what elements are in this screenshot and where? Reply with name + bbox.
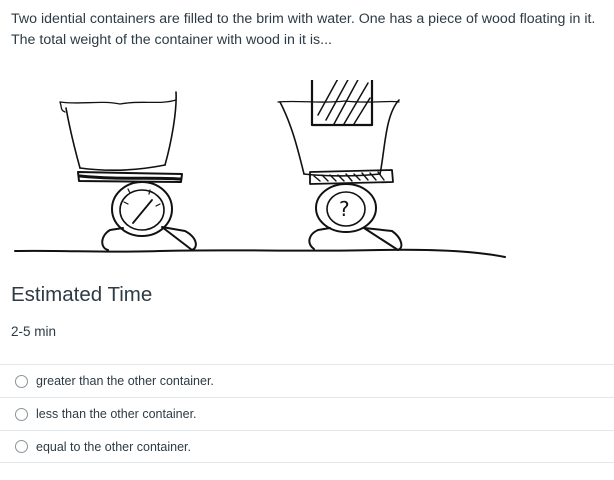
answer-label: equal to the other container. xyxy=(36,439,191,454)
estimated-time-heading: Estimated Time xyxy=(11,283,153,306)
left-scale-dial xyxy=(111,181,173,237)
radio-button[interactable] xyxy=(15,407,28,421)
right-scale-base xyxy=(308,227,403,251)
answer-label: greater than the other container. xyxy=(36,374,214,388)
left-scale-platform xyxy=(77,171,183,183)
question-text: Two idential containers are filled to th… xyxy=(11,11,596,48)
right-scale-platform xyxy=(309,169,394,185)
ground-line xyxy=(14,248,506,258)
right-container xyxy=(277,99,400,177)
answer-list: greater than the other container. less t… xyxy=(0,364,614,463)
right-scale-question-mark: ? xyxy=(339,197,350,221)
answer-label: less than the other container. xyxy=(36,407,197,421)
right-scale-dial xyxy=(315,183,377,233)
answer-option-equal[interactable]: equal to the other container. xyxy=(0,430,614,463)
right-wood-block xyxy=(310,80,374,127)
left-container xyxy=(59,91,177,171)
radio-button[interactable] xyxy=(15,374,28,388)
radio-button[interactable] xyxy=(15,440,28,453)
question-figure: ? xyxy=(0,80,614,270)
answer-option-greater[interactable]: greater than the other container. xyxy=(0,364,614,397)
estimated-time-value: 2-5 min xyxy=(11,324,57,339)
left-scale-base xyxy=(101,226,197,251)
answer-option-less[interactable]: less than the other container. xyxy=(0,397,614,430)
